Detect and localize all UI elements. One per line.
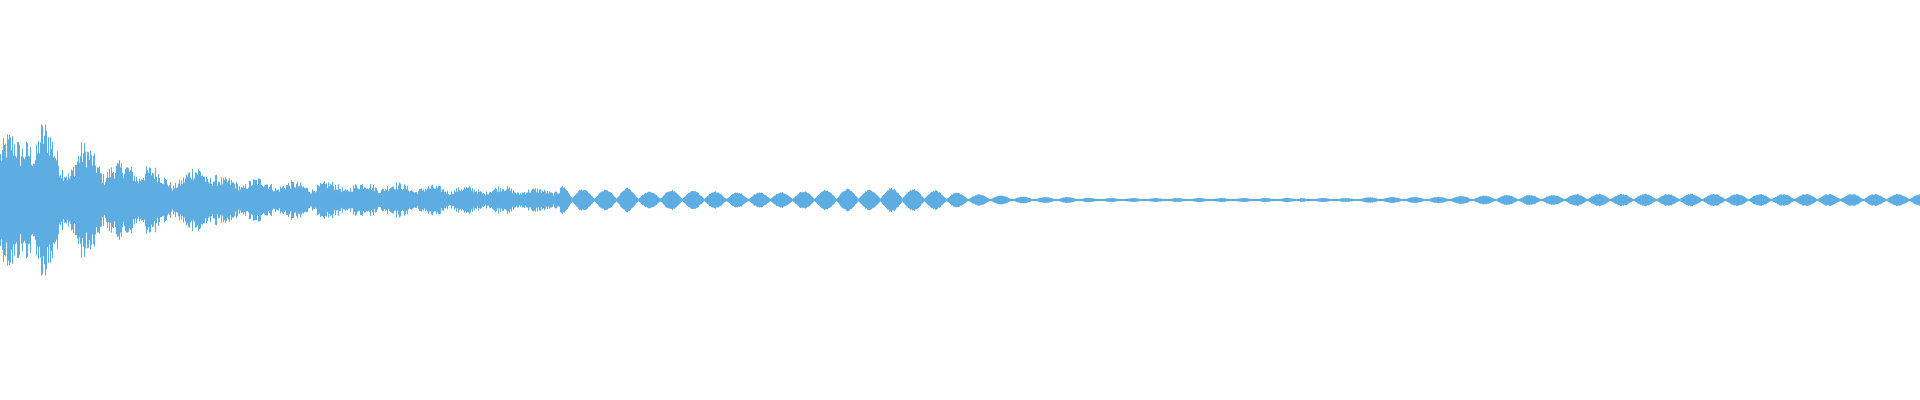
waveform-bars (0, 124, 1920, 276)
